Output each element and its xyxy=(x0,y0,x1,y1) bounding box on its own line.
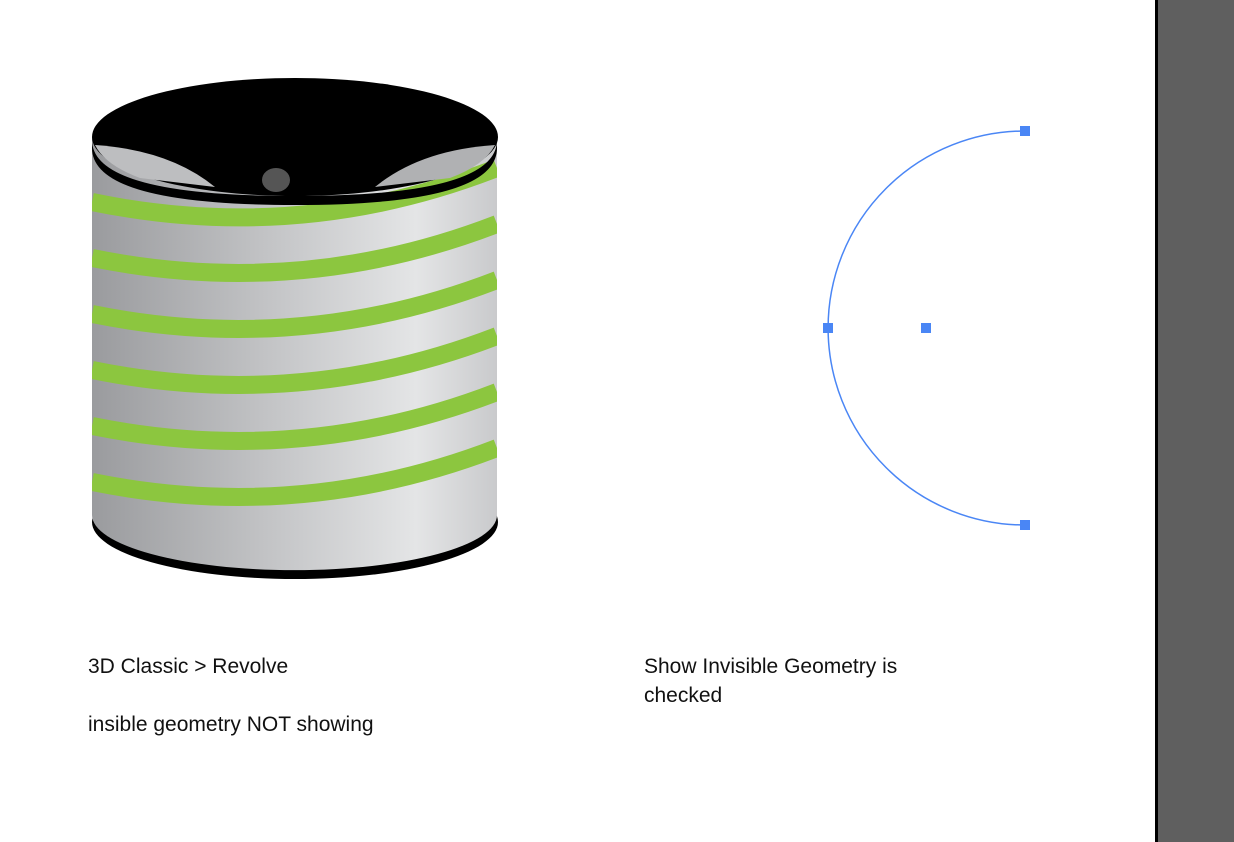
side-panel xyxy=(1155,0,1234,842)
right-caption-line2: checked xyxy=(644,684,723,707)
left-caption-title: 3D Classic > Revolve xyxy=(88,655,289,678)
right-caption-line1: Show Invisible Geometry is xyxy=(644,655,898,678)
left-caption-note: insible geometry NOT showing xyxy=(88,713,374,736)
anchor-point-top[interactable] xyxy=(1020,126,1030,136)
center-point[interactable] xyxy=(921,323,931,333)
revolved-cylinder-3d[interactable] xyxy=(92,78,498,579)
anchor-point-left[interactable] xyxy=(823,323,833,333)
anchor-point-bottom[interactable] xyxy=(1020,520,1030,530)
revolve-profile-path[interactable] xyxy=(823,126,1030,530)
